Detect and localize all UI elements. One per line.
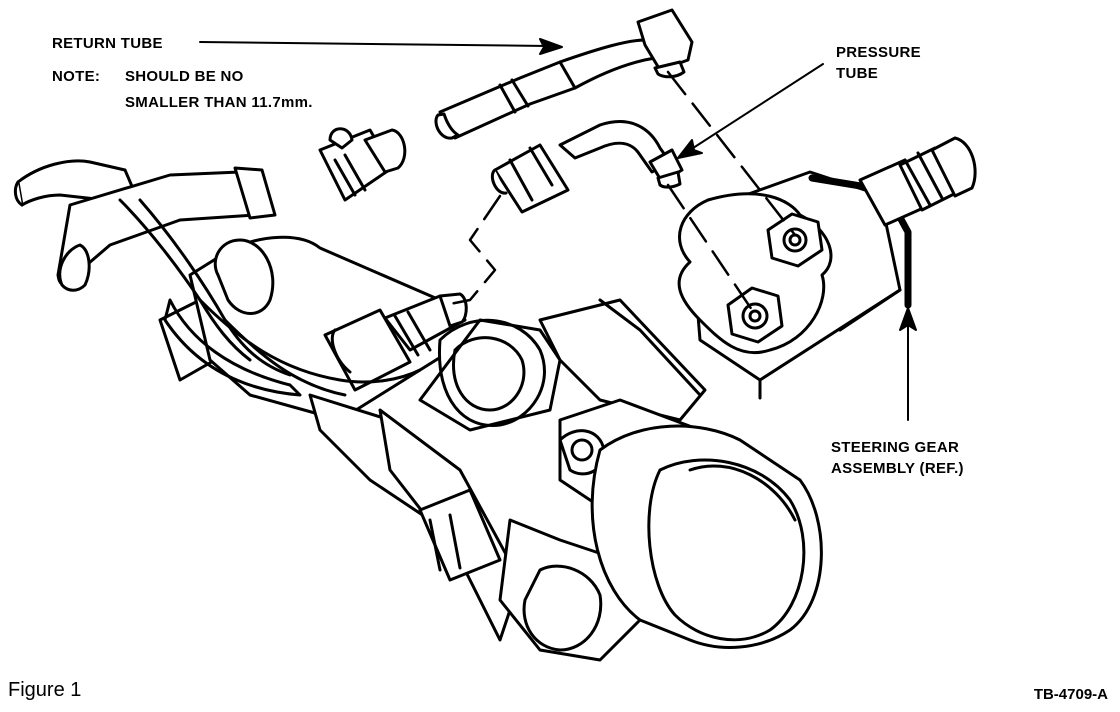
steering-gear-housing [677,170,902,400]
steering-gear-fitting [858,136,977,227]
note-prefix: NOTE: [52,68,101,85]
pressure-tube-label-line-2: TUBE [836,65,879,82]
pressure-port-nut [766,212,824,268]
figure-caption: Figure 1 [8,679,82,701]
pump-outlet-fitting [323,292,468,392]
feed-lines [118,198,422,397]
pump-pulley [590,424,823,649]
document-code: TB-4709-A [1033,686,1108,703]
leader-lines [199,38,917,421]
reservoir-hose [13,159,277,292]
steering-gear-label-line-2: ASSEMBLY (REF.) [831,460,964,477]
note-line-2: SMALLER THAN 11.7mm. [125,94,313,111]
hose-fitting [318,127,407,202]
note-line-1: SHOULD BE NO [125,68,244,85]
return-port-nut [726,286,784,344]
pressure-tube [490,120,684,214]
return-tube-label: RETURN TUBE [52,35,163,52]
steering-gear-label-line-1: STEERING GEAR [831,439,960,456]
return-tube [434,8,694,140]
routing-lines [443,70,797,312]
pressure-tube-label-line-1: PRESSURE [836,44,921,61]
